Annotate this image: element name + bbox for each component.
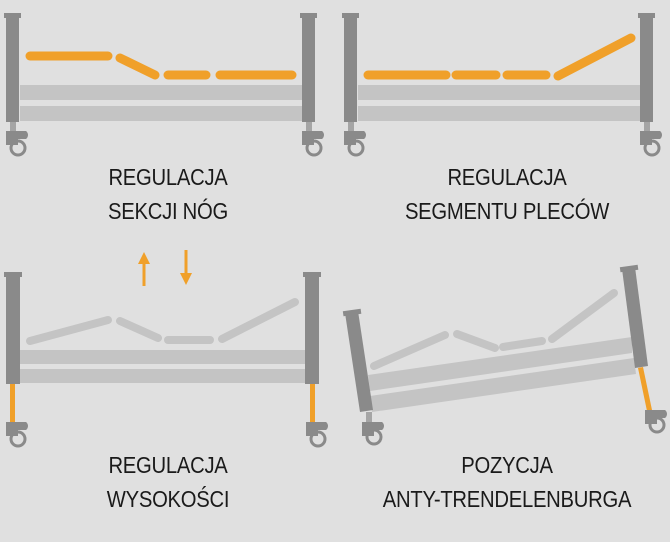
caption-line-2: ANTY-TRENDELENBURGA — [382, 486, 632, 512]
bed-back-segment-icon — [342, 13, 662, 157]
caption-leg-section: REGULACJA SEKCJI NÓG — [62, 160, 273, 228]
caption-line-1: POZYCJA — [461, 452, 553, 478]
down-arrow-icon — [180, 250, 192, 285]
caption-back-segment: REGULACJA SEGMENTU PLECÓW — [375, 160, 639, 228]
caption-height: REGULACJA WYSOKOŚCI — [62, 448, 273, 516]
bed-leg-section-icon — [4, 13, 324, 157]
caption-anti-trendelenburg: POZYCJA ANTY-TRENDELENBURGA — [357, 448, 656, 516]
caption-line-1: REGULACJA — [108, 164, 228, 190]
bed-anti-trendelenburg-icon — [342, 264, 667, 446]
caption-line-2: WYSOKOŚCI — [106, 486, 230, 512]
caption-line-1: REGULACJA — [108, 452, 228, 478]
caption-line-2: SEGMENTU PLECÓW — [404, 198, 610, 224]
bed-height-icon — [4, 250, 328, 448]
up-arrow-icon — [138, 252, 150, 286]
caption-line-2: SEKCJI NÓG — [108, 198, 228, 224]
caption-line-1: REGULACJA — [447, 164, 567, 190]
